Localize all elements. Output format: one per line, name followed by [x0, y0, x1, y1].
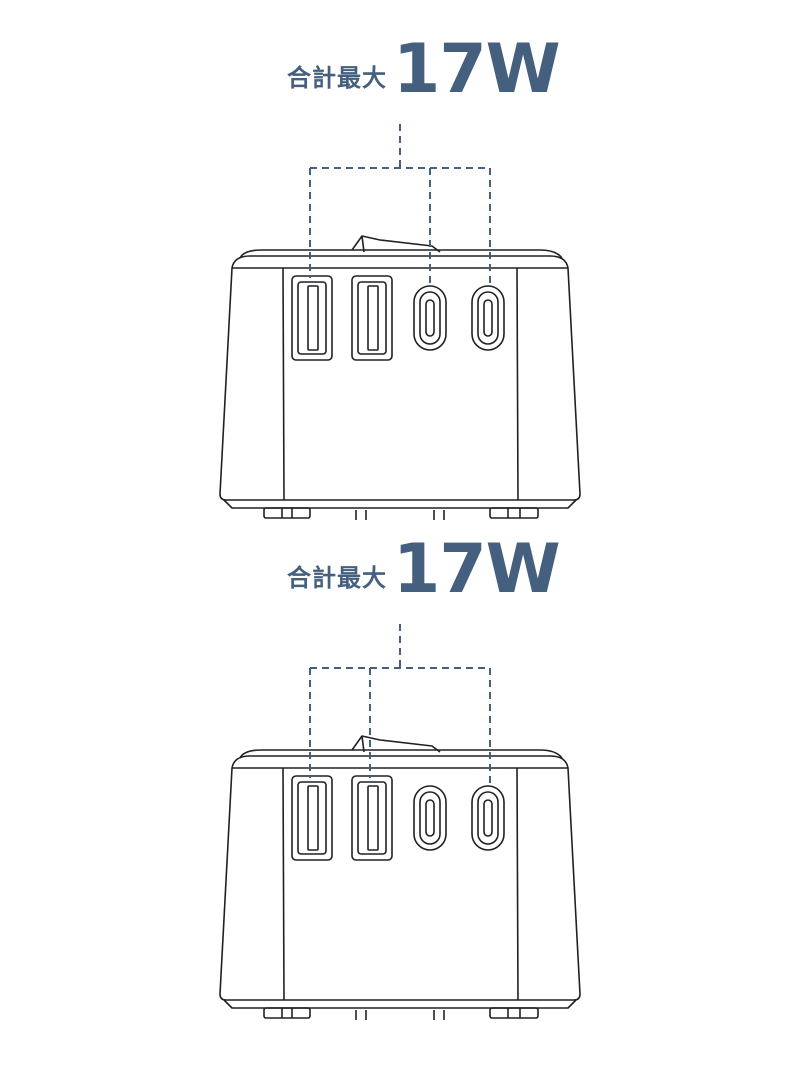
top-rim: [239, 249, 563, 259]
power-label-prefix: 合計最大: [287, 64, 387, 92]
charger-drawing: [219, 124, 581, 520]
usb-a-port-2: [351, 275, 393, 361]
foot-right: [489, 507, 539, 519]
diagram-panel-1: 合計最大 17W: [0, 0, 800, 520]
charger-drawing: [219, 624, 581, 1020]
usb-a-port-2: [351, 775, 393, 861]
switch-outline: [351, 735, 441, 753]
usb-c-port-2: [471, 785, 505, 851]
usb-c-port-2: [471, 285, 505, 351]
power-label-prefix: 合計最大: [287, 564, 387, 592]
dashed-connector: [309, 124, 491, 288]
power-label: 合計最大 17W: [287, 530, 561, 609]
body-outline: [219, 755, 581, 1001]
base-outline: [223, 999, 577, 1009]
diagram-panel-2: 合計最大 17W: [0, 500, 800, 1020]
power-label-value: 17W: [393, 530, 561, 609]
base-outline: [223, 499, 577, 509]
top-rim: [239, 749, 563, 759]
switch-outline: [351, 235, 441, 253]
body-outline: [219, 255, 581, 501]
usb-a-port-1: [291, 775, 333, 861]
foot-left: [263, 1007, 311, 1019]
power-label: 合計最大 17W: [287, 30, 561, 109]
power-label-value: 17W: [393, 30, 561, 109]
foot-left: [263, 507, 311, 519]
usb-c-port-1: [413, 285, 447, 351]
usb-a-port-1: [291, 275, 333, 361]
usb-c-port-1: [413, 785, 447, 851]
foot-right: [489, 1007, 539, 1019]
dashed-connector: [309, 624, 491, 788]
